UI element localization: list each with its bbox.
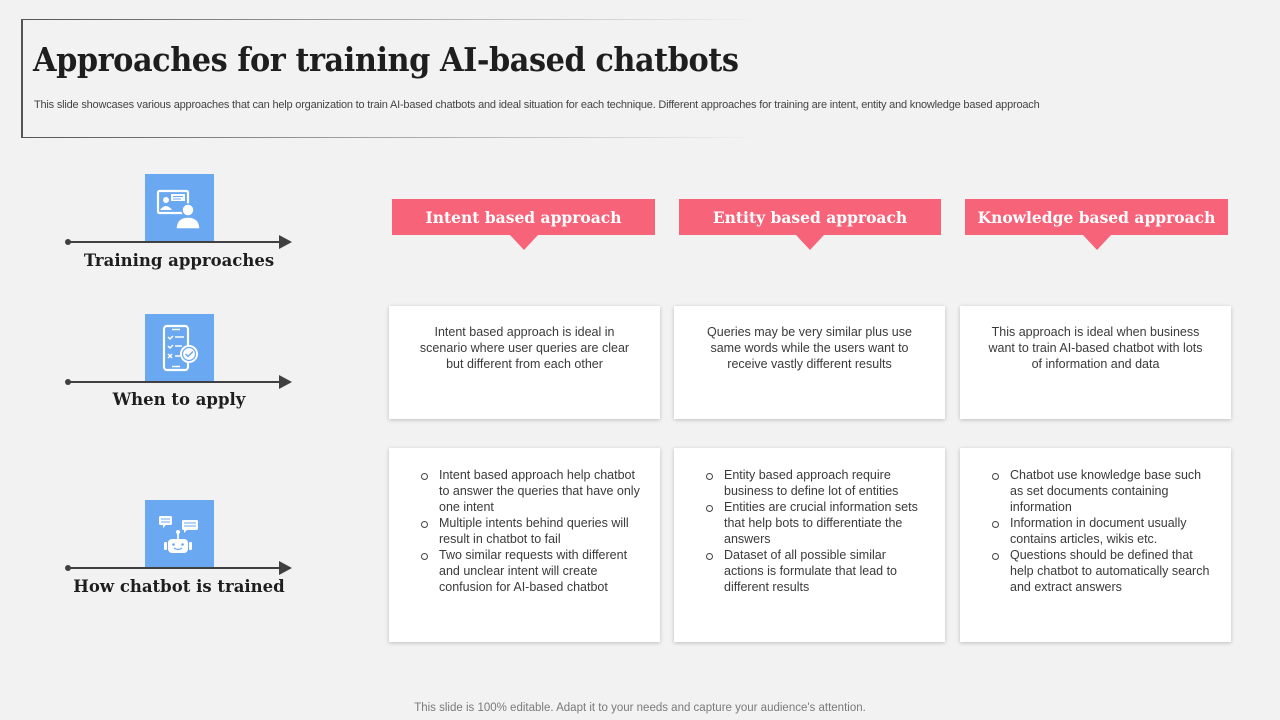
bullet-list: Chatbot use knowledge base such as set d… [990, 467, 1211, 595]
card-text: Queries may be very similar plus use sam… [707, 325, 912, 371]
presentation-user-icon [145, 174, 214, 243]
timeline-arrow-line [67, 381, 282, 383]
card-text: This approach is ideal when business wan… [988, 325, 1203, 371]
bullet-item: Questions should be defined that help ch… [990, 547, 1211, 595]
header-entity-based: Entity based approach [679, 199, 941, 250]
footer-note: This slide is 100% editable. Adapt it to… [414, 702, 866, 714]
arrow-head-icon [279, 561, 292, 575]
title-frame-edge [21, 19, 23, 138]
slide-subtitle: This slide showcases various approaches … [34, 99, 1040, 111]
mobile-checklist-icon [145, 314, 214, 383]
bullet-list: Entity based approach require business t… [704, 467, 925, 595]
row-label-how-chatbot-trained: How chatbot is trained [73, 577, 285, 596]
title-frame [21, 19, 761, 138]
header-intent-based: Intent based approach [392, 199, 655, 250]
header-knowledge-based: Knowledge based approach [965, 199, 1228, 250]
card-how-entity: Entity based approach require business t… [674, 448, 945, 642]
card-how-intent: Intent based approach help chatbot to an… [389, 448, 660, 642]
arrow-head-icon [279, 235, 292, 249]
bullet-item: Dataset of all possible similar actions … [704, 547, 925, 595]
row-label-training-approaches: Training approaches [83, 251, 275, 270]
bullet-item: Information in document usually contains… [990, 515, 1211, 547]
arrow-head-icon [279, 375, 292, 389]
bullet-list: Intent based approach help chatbot to an… [419, 467, 640, 595]
bullet-item: Chatbot use knowledge base such as set d… [990, 467, 1211, 515]
page-title: Approaches for training AI-based chatbot… [33, 40, 739, 79]
chatbot-robot-icon [145, 500, 214, 569]
timeline-dot [65, 239, 71, 245]
card-how-knowledge: Chatbot use knowledge base such as set d… [960, 448, 1231, 642]
bullet-item: Entity based approach require business t… [704, 467, 925, 499]
timeline-dot [65, 565, 71, 571]
card-text: Intent based approach is ideal in scenar… [419, 325, 630, 371]
timeline-arrow-line [67, 567, 282, 569]
bullet-item: Two similar requests with different and … [419, 547, 640, 595]
bullet-item: Intent based approach help chatbot to an… [419, 467, 640, 515]
card-when-intent: Intent based approach is ideal in scenar… [389, 306, 660, 419]
timeline-dot [65, 379, 71, 385]
card-when-knowledge: This approach is ideal when business wan… [960, 306, 1231, 419]
bullet-item: Multiple intents behind queries will res… [419, 515, 640, 547]
card-when-entity: Queries may be very similar plus use sam… [674, 306, 945, 419]
timeline-arrow-line [67, 241, 282, 243]
bullet-item: Entities are crucial information sets th… [704, 499, 925, 547]
row-label-when-to-apply: When to apply [112, 390, 246, 409]
